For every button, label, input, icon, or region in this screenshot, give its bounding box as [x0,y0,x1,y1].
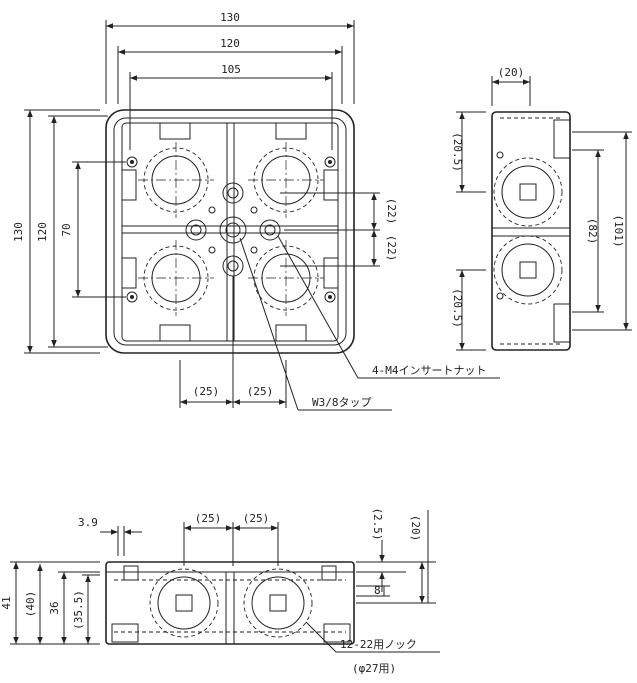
top-view: 130 120 105 130 120 70 (22) (22) (25) (2… [12,11,500,411]
dim-upper-offset: (20.5) [451,132,464,172]
dim-flange: 8 [374,584,381,597]
label-tap: W3/8タップ [312,396,372,409]
corner-screws [126,156,336,303]
box-bottom-outline [121,122,339,342]
front-knockout-right [243,568,313,638]
dim-overall-height: 130 [12,222,25,242]
dim-top-depth: (20) [498,66,525,79]
dim-right-spacing: (25) [243,512,270,525]
label-insert-nut: 4-M4インサートナット [372,364,487,377]
dim-screw-pitch: 70 [60,223,73,236]
front-outline [105,561,355,645]
dim-nut-pitch-upper: (22) [385,198,398,225]
front-view: 3.9 (25) (25) (2.5) (20) 8 41 (40) 36 (3… [0,507,440,675]
dim-height-35-5: (35.5) [72,590,85,630]
label-knockout: 12-22用ノック [340,638,417,651]
dim-nut-pitch-lower: (22) [385,235,398,262]
box-outer-outline [105,109,355,354]
label-knockout-diameter: (φ27用) [352,662,396,675]
dim-center-width: 105 [221,63,241,76]
dim-total-height: 41 [0,596,13,609]
center-tap [208,206,258,254]
dim-inner-height-side: (82) [586,218,599,245]
dim-inner-height: 120 [36,222,49,242]
dim-height-40: (40) [24,591,37,618]
dim-knock-depth: (20) [409,515,422,542]
side-view: (20) (20.5) (20.5) (82) (101) [451,66,632,351]
dim-height-36: 36 [48,601,61,614]
front-knockout-left [149,568,219,638]
insert-nuts [185,182,281,277]
dim-bottom-left: (25) [193,385,220,398]
side-outline [491,111,571,351]
dim-bottom-right: (25) [247,385,274,398]
dim-overall-width: 130 [220,11,240,24]
side-knockout-lower [493,235,563,305]
knockout-top-left [138,142,214,218]
knockout-top-right [248,142,324,218]
knockout-bottom-right [248,240,324,316]
dim-lower-offset: (20.5) [451,288,464,328]
dim-left-spacing: (25) [195,512,222,525]
dim-top-offset: (2.5) [371,507,384,540]
dim-inner-width: 120 [220,37,240,50]
dim-outer-height-side: (101) [612,214,625,247]
wall-tabs [121,122,339,342]
box-inner-outline [113,117,347,346]
dim-wall: 3.9 [78,516,98,529]
knockout-bottom-left [138,240,214,316]
side-knockout-upper [493,157,563,227]
